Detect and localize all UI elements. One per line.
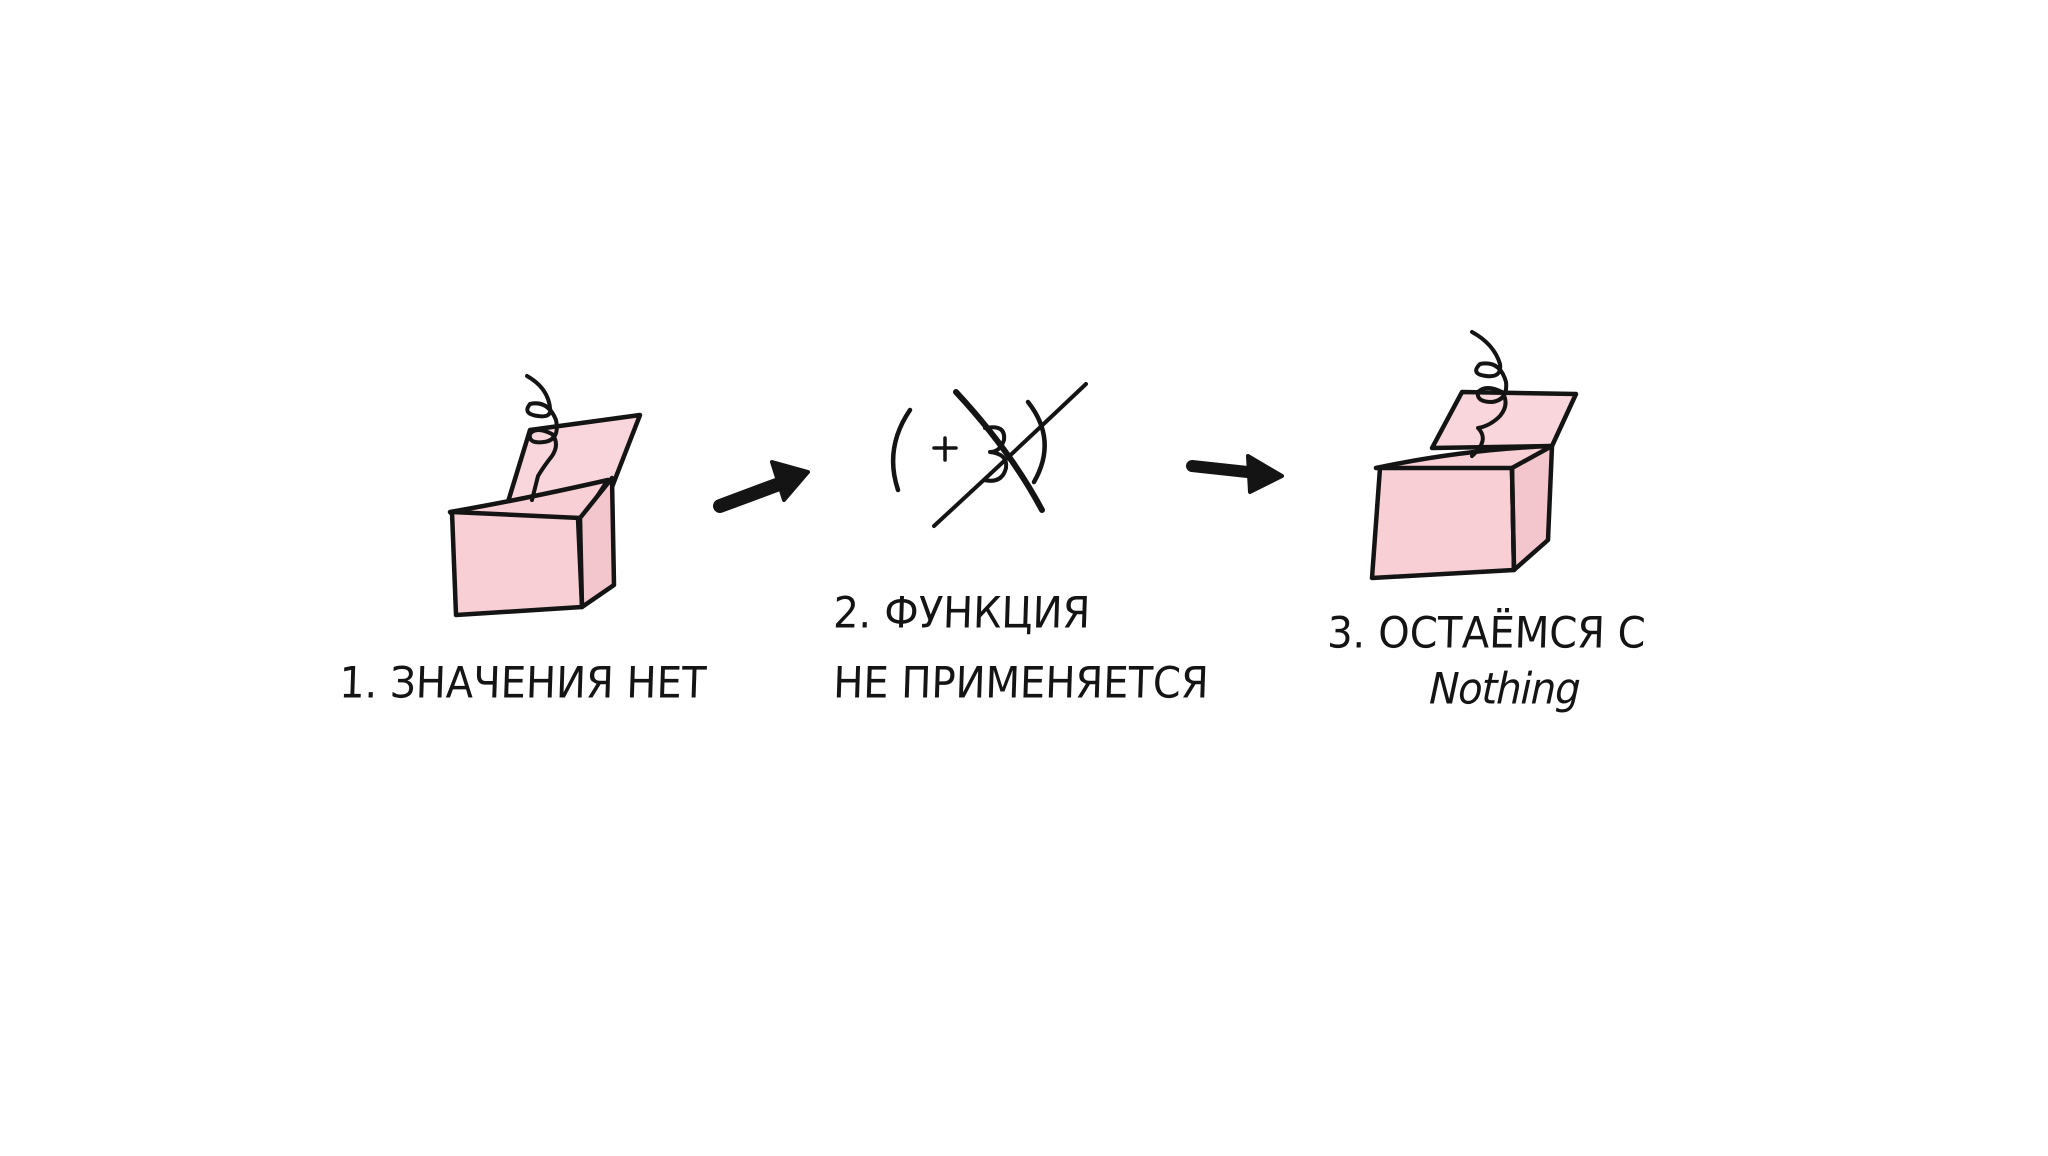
step-2-label-line1: 2. ФУНКЦИЯ <box>833 592 1091 635</box>
step-3-label-line2: Nothing <box>1429 668 1581 711</box>
step-2-label-line2: НЕ ПРИМЕНЯЕТСЯ <box>833 662 1210 705</box>
arrow-right-icon <box>720 462 808 506</box>
empty-box-icon <box>450 376 640 615</box>
empty-box-icon <box>1372 332 1576 578</box>
step-1-label: 1. ЗНАЧЕНИЯ НЕТ <box>339 662 707 705</box>
arrow-right-icon <box>1192 456 1282 492</box>
step-3-label-line1: 3. ОСТАЁМСЯ С <box>1327 612 1647 655</box>
crossed-out-function-icon <box>893 384 1086 526</box>
